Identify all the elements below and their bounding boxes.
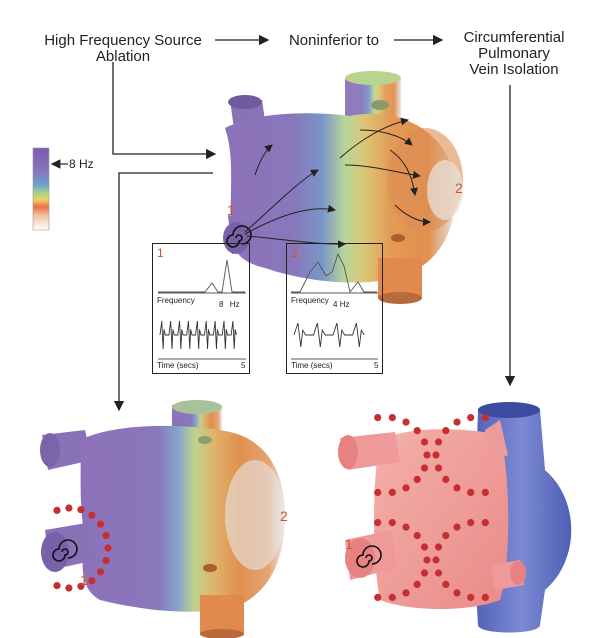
ablation-lesion-dot bbox=[77, 506, 84, 513]
panel-1-freq-value: 8 Hz bbox=[219, 300, 239, 309]
ablation-lesion-dot bbox=[435, 464, 442, 471]
ablation-lesion-dot bbox=[421, 464, 428, 471]
ablation-lesion-dot bbox=[374, 519, 381, 526]
ablation-lesion-dot bbox=[482, 414, 489, 421]
ablation-lesion-dot bbox=[435, 569, 442, 576]
ablation-lesion-dot bbox=[423, 556, 430, 563]
ablation-lesion-dot bbox=[467, 519, 474, 526]
electrogram-panel-2: 2 Frequency 4 Hz Time (secs) 5 bbox=[286, 243, 383, 374]
top-atrium-label-1: 1 bbox=[227, 202, 235, 218]
ablation-lesion-dot bbox=[482, 594, 489, 601]
panel-1-freq-number: 8 bbox=[219, 300, 223, 309]
ablation-lesion-dot bbox=[414, 427, 421, 434]
bottom-left-label-1: 1 bbox=[80, 572, 88, 588]
ablation-lesion-dot bbox=[435, 543, 442, 550]
panel-2-freq-label: Frequency 4 Hz bbox=[291, 296, 350, 305]
flow-line-to-top bbox=[113, 62, 215, 154]
ablation-lesion-dot bbox=[88, 512, 95, 519]
panel-1-time-label: Time (secs) bbox=[157, 361, 198, 370]
scale-label-text: 8 Hz bbox=[69, 157, 94, 171]
bottom-right-label-1: 1 bbox=[345, 536, 353, 552]
ablation-lesion-dot bbox=[467, 489, 474, 496]
ablation-lesion-dot bbox=[432, 451, 439, 458]
ablation-lesion-dot bbox=[103, 532, 110, 539]
ablation-lesion-dot bbox=[104, 544, 111, 551]
ablation-lesion-dot bbox=[402, 419, 409, 426]
ablation-lesion-dot bbox=[467, 594, 474, 601]
frequency-scale-bar bbox=[33, 148, 49, 230]
ablation-lesion-dot bbox=[65, 584, 72, 591]
ablation-lesion-dot bbox=[453, 484, 460, 491]
ablation-lesion-dot bbox=[53, 582, 60, 589]
panel-2-time-value: 5 bbox=[374, 361, 378, 370]
ablation-lesion-dot bbox=[97, 521, 104, 528]
ablation-lesion-dot bbox=[103, 557, 110, 564]
ablation-lesion-dot bbox=[453, 419, 460, 426]
ablation-lesion-dot bbox=[389, 489, 396, 496]
ablation-lesion-dot bbox=[453, 524, 460, 531]
panel-2-freq-text: Frequency bbox=[291, 296, 329, 305]
ablation-lesion-dot bbox=[97, 568, 104, 575]
ablation-lesion-dot bbox=[414, 476, 421, 483]
bottom-left-atrium bbox=[40, 400, 285, 638]
ablation-lesion-dot bbox=[402, 589, 409, 596]
panel-2-number: 2 bbox=[291, 246, 298, 260]
ablation-lesion-dot bbox=[442, 532, 449, 539]
ablation-lesion-dot bbox=[442, 476, 449, 483]
panel-1-freq-label: Frequency bbox=[157, 296, 195, 305]
panel-1-number: 1 bbox=[157, 246, 164, 260]
ablation-lesion-dot bbox=[402, 484, 409, 491]
ablation-lesion-dot bbox=[53, 507, 60, 514]
ablation-lesion-dot bbox=[414, 532, 421, 539]
ablation-lesion-dot bbox=[88, 577, 95, 584]
ablation-lesion-dot bbox=[374, 594, 381, 601]
ablation-lesion-dot bbox=[374, 414, 381, 421]
ablation-lesion-dot bbox=[389, 414, 396, 421]
ablation-lesion-dot bbox=[432, 556, 439, 563]
ablation-lesion-dot bbox=[421, 569, 428, 576]
ablation-lesion-dot bbox=[467, 414, 474, 421]
panel-1-time-value: 5 bbox=[241, 361, 245, 370]
ablation-lesion-dot bbox=[414, 581, 421, 588]
ablation-lesion-dot bbox=[423, 451, 430, 458]
ablation-lesion-dot bbox=[442, 427, 449, 434]
ablation-lesion-dot bbox=[389, 594, 396, 601]
bottom-right-atrium bbox=[338, 402, 571, 633]
panel-2-freq-unit: Hz bbox=[340, 300, 350, 309]
top-atrium-label-2: 2 bbox=[455, 180, 463, 196]
panel-2-freq-number: 4 bbox=[333, 300, 337, 309]
panel-2-time-label: Time (secs) bbox=[291, 361, 332, 370]
panel-1-freq-unit: Hz bbox=[230, 300, 240, 309]
ablation-lesion-dot bbox=[482, 519, 489, 526]
ablation-lesion-dot bbox=[402, 524, 409, 531]
ablation-lesion-dot bbox=[453, 589, 460, 596]
ablation-lesion-dot bbox=[374, 489, 381, 496]
bottom-left-label-2: 2 bbox=[280, 508, 288, 524]
ablation-lesion-dot bbox=[442, 581, 449, 588]
ablation-lesion-dot bbox=[65, 504, 72, 511]
ablation-lesion-dot bbox=[482, 489, 489, 496]
ablation-lesion-dot bbox=[435, 438, 442, 445]
ablation-lesion-dot bbox=[421, 543, 428, 550]
electrogram-panel-1: 1 Frequency 8 Hz Time (secs) 5 bbox=[152, 243, 250, 374]
ablation-lesion-dot bbox=[389, 519, 396, 526]
scale-label: 8 Hz bbox=[69, 157, 94, 171]
ablation-lesion-dot bbox=[421, 438, 428, 445]
